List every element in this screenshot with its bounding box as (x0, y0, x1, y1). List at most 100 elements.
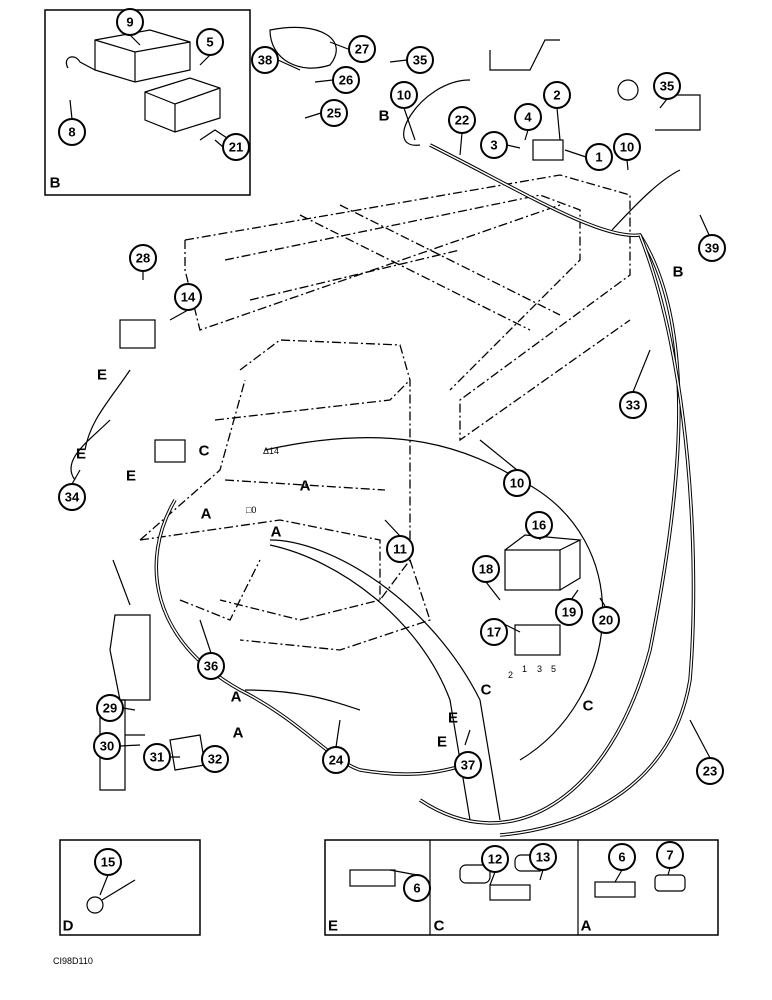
callout: 24 (322, 746, 350, 774)
callout: 27 (348, 35, 376, 63)
svg-text:A: A (231, 689, 242, 706)
svg-text:20: 20 (599, 613, 613, 628)
callout: 9 (116, 8, 144, 36)
svg-text:26: 26 (339, 73, 353, 88)
leader-lines (69, 34, 711, 896)
svg-text:13: 13 (536, 850, 550, 865)
callout: 10 (390, 81, 418, 109)
svg-text:38: 38 (258, 53, 272, 68)
callout: 28 (129, 244, 157, 272)
svg-text:24: 24 (329, 753, 344, 768)
callout: 10 (613, 133, 641, 161)
svg-text:10: 10 (620, 140, 634, 155)
svg-text:E: E (328, 918, 338, 935)
callout: 11 (386, 535, 414, 563)
svg-text:A: A (581, 918, 592, 935)
callout: 32 (201, 745, 229, 773)
inset-box-d (59, 839, 201, 936)
svg-text:A: A (201, 506, 212, 523)
svg-text:18: 18 (479, 562, 493, 577)
svg-text:32: 32 (208, 752, 222, 767)
svg-text:14: 14 (181, 290, 196, 305)
svg-text:30: 30 (100, 739, 114, 754)
svg-text:E: E (448, 710, 458, 727)
callout: 21 (222, 133, 250, 161)
callout: 18 (472, 555, 500, 583)
svg-text:5: 5 (206, 35, 213, 50)
callout: 39 (698, 234, 726, 262)
svg-text:35: 35 (660, 79, 674, 94)
svg-text:33: 33 (626, 398, 640, 413)
wiring-harnesses (70, 79, 696, 837)
callout: 34 (58, 483, 86, 511)
svg-text:35: 35 (413, 53, 427, 68)
callout: 33 (619, 391, 647, 419)
callout: 14 (174, 283, 202, 311)
callout: 36 (197, 652, 225, 680)
svg-text:C: C (481, 682, 492, 699)
svg-text:9: 9 (126, 15, 133, 30)
svg-text:6: 6 (618, 850, 625, 865)
svg-text:34: 34 (65, 490, 80, 505)
svg-text:E: E (97, 367, 107, 384)
svg-text:12: 12 (488, 852, 502, 867)
svg-text:2: 2 (508, 670, 513, 680)
frame-illustration (139, 174, 631, 651)
svg-text:B: B (673, 264, 684, 281)
svg-text:31: 31 (150, 750, 164, 765)
svg-text:C: C (199, 443, 210, 460)
rocker-switch-14 (119, 319, 156, 349)
callout: 22 (448, 106, 476, 134)
callout: 5 (196, 28, 224, 56)
svg-text:6: 6 (413, 881, 420, 896)
svg-text:22: 22 (455, 113, 469, 128)
svg-text:D: D (63, 918, 74, 935)
svg-text:1: 1 (522, 664, 527, 674)
svg-text:4: 4 (524, 110, 532, 125)
callout: 10 (503, 469, 531, 497)
svg-text:A: A (271, 524, 282, 541)
svg-text:17: 17 (487, 625, 501, 640)
svg-text:B: B (50, 175, 61, 192)
svg-text:21: 21 (229, 140, 243, 155)
svg-text:37: 37 (461, 758, 475, 773)
callout: 26 (332, 66, 360, 94)
callout: 8 (58, 118, 86, 146)
svg-text:7: 7 (666, 848, 673, 863)
svg-text:A: A (233, 725, 244, 742)
small-labels: Δ14 □0 2 1 3 5 (246, 446, 556, 680)
svg-text:B: B (379, 108, 390, 125)
callout: 30 (93, 732, 121, 760)
svg-text:8: 8 (68, 125, 75, 140)
svg-text:A: A (300, 478, 311, 495)
callout: 12 (481, 845, 509, 873)
svg-text:15: 15 (101, 855, 115, 870)
svg-text:10: 10 (510, 476, 524, 491)
drawing-code: CI98D110 (53, 956, 93, 966)
callout-markers: 27 26 25 38 35 10 22 2 4 3 1 35 10 39 9 … (58, 8, 726, 902)
callout: 2 (543, 81, 571, 109)
callout: 6 (608, 843, 636, 871)
callout: 35 (406, 46, 434, 74)
svg-text:Δ14: Δ14 (263, 446, 279, 456)
callout: 38 (251, 46, 279, 74)
inset-box-terminals (324, 839, 719, 936)
callout: 29 (96, 694, 124, 722)
callout: 6 (403, 874, 431, 902)
svg-text:3: 3 (537, 664, 542, 674)
inset-box-b (44, 9, 251, 196)
relay-16 (504, 549, 561, 591)
svg-text:29: 29 (103, 701, 117, 716)
callout: 25 (320, 99, 348, 127)
svg-text:3: 3 (490, 138, 497, 153)
callout: 4 (514, 103, 542, 131)
svg-text:□0: □0 (246, 505, 256, 515)
svg-text:23: 23 (703, 764, 717, 779)
reference-letters: B B B E E E C A A A A A C C E E D E C A (50, 108, 684, 935)
callout: 1 (585, 143, 613, 171)
svg-text:39: 39 (705, 241, 719, 256)
callout: 31 (143, 743, 171, 771)
svg-text:C: C (434, 918, 445, 935)
callout: 20 (592, 606, 620, 634)
